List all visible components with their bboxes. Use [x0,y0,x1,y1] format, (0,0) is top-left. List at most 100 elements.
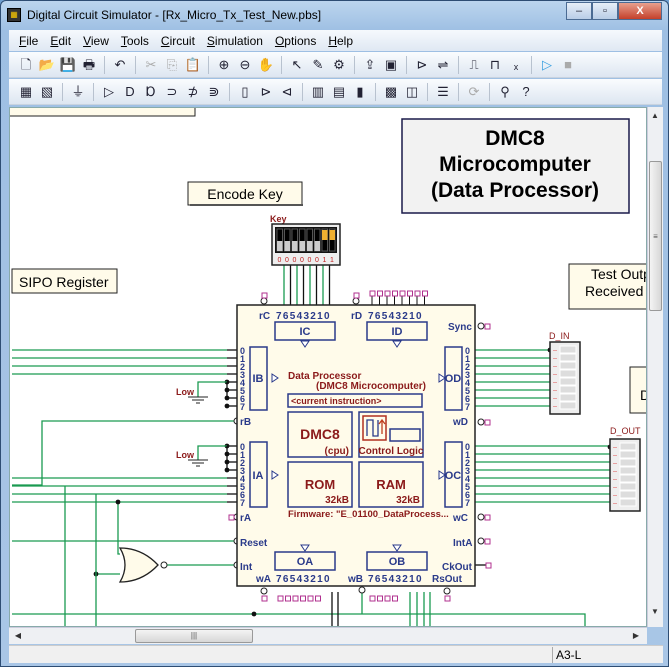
horizontal-scroll-thumb[interactable]: ||| [135,629,253,643]
menu-help[interactable]: Help [322,34,359,48]
xor-gate-icon[interactable]: ⋑ [208,83,220,99]
ground-wire-icon[interactable]: ⏚ [71,83,85,99]
cut-icon[interactable]: ✂ [145,56,157,72]
unconnected-pin[interactable] [261,595,268,602]
binary-display-icon[interactable]: ▦ [19,83,33,99]
unconnected-pin[interactable] [485,562,492,569]
refresh-icon[interactable]: ⟳ [468,83,480,99]
unconnected-pin[interactable] [369,290,376,297]
menu-tools[interactable]: Tools [115,34,155,48]
unconnected-pin[interactable] [484,419,491,426]
and-gate-icon[interactable]: D [125,83,135,99]
pan-hand-icon[interactable]: ✋ [257,56,275,72]
hex-display-icon[interactable]: ▧ [40,83,54,99]
memory-chip-icon[interactable]: ▩ [384,83,398,99]
menu-options[interactable]: Options [269,34,322,48]
paste-icon[interactable]: 📋 [184,56,202,72]
unconnected-pin[interactable] [384,290,391,297]
undo-icon[interactable]: ↶ [114,56,126,72]
new-file-icon[interactable]: 🗋 [20,56,32,72]
unconnected-pin[interactable] [422,290,428,297]
stop-icon[interactable]: ■ [564,56,572,72]
scroll-down-icon[interactable]: ▼ [651,607,659,616]
properties-icon[interactable]: ☰ [437,83,449,99]
d-in-display[interactable]: ---------------- [549,341,581,415]
unconnected-pin[interactable] [392,595,398,602]
mux-icon[interactable]: ⊳ [260,83,272,99]
nor-gate-icon[interactable]: ⊅ [187,83,199,99]
unconnected-pin[interactable] [307,595,314,602]
copy-icon[interactable]: ⎘ [166,56,178,72]
unconnected-pin[interactable] [353,292,360,299]
vertical-scroll-thumb[interactable]: ≡ [649,161,662,311]
circuit-canvas[interactable]: DMC8 Microcomputer (Data Processor) Enco… [9,107,647,627]
test-output-label[interactable]: Test Outp Received [568,263,647,310]
maximize-button[interactable]: ▫ [592,2,618,20]
rb-wire[interactable] [12,420,234,486]
unconnected-pin[interactable] [228,514,235,521]
title-label-box[interactable]: DMC8 Microcomputer (Data Processor) [401,118,630,214]
unconnected-pin[interactable] [277,595,284,602]
chip-editor-icon[interactable]: ▣ [384,56,398,72]
horizontal-scrollbar[interactable]: ◀ ||| ▶ [9,627,647,644]
counter-chip-icon[interactable]: ▮ [356,83,364,99]
flipflop-icon[interactable]: ▥ [311,83,325,99]
wire-pen-icon[interactable]: ✎ [312,56,324,72]
encode-key-label[interactable]: Encode Key [187,181,303,206]
menu-file[interactable]: File [13,34,44,48]
low-tie-wire[interactable] [197,381,227,397]
input-output-icon[interactable]: ⊳ [416,56,428,72]
zoom-out-icon[interactable]: ⊖ [239,56,251,72]
menu-circuit[interactable]: Circuit [155,34,201,48]
close-button[interactable]: X [618,2,662,20]
unconnected-pin[interactable] [285,595,291,602]
nor-gate[interactable] [118,547,159,583]
bottom-wire[interactable] [12,613,586,627]
probe-icon[interactable]: ⚲ [500,83,510,99]
unconnected-pin[interactable] [444,595,451,602]
unconnected-pin[interactable] [484,323,491,330]
minimize-button[interactable]: – [566,2,592,20]
nand-gate-icon[interactable]: Ɒ [145,83,157,99]
nor-input-wire[interactable] [117,502,120,555]
counter-icon[interactable]: ₓ [513,56,519,72]
partial-label-box[interactable] [10,108,196,117]
latch-icon[interactable]: ▤ [332,83,346,99]
unconnected-pin[interactable] [300,595,306,602]
d-label-box[interactable]: D [629,366,647,414]
timing-diagram-icon[interactable]: ⊓ [489,56,501,72]
unconnected-pin[interactable] [292,595,299,602]
low-tie-wire[interactable] [197,445,227,460]
help-pointer-icon[interactable]: ? [522,83,530,99]
run-icon[interactable]: ▷ [542,56,552,72]
print-icon[interactable]: 🖶 [82,56,96,72]
zoom-in-icon[interactable]: ⊕ [218,56,230,72]
import-chip-icon[interactable]: ⇪ [364,56,376,72]
unconnected-pin[interactable] [369,595,376,602]
scroll-right-icon[interactable]: ▶ [632,631,640,640]
scroll-left-icon[interactable]: ◀ [14,631,22,640]
buffer-gate-icon[interactable]: ▷ [104,83,114,99]
save-icon[interactable]: 💾 [59,56,77,72]
unconnected-pin[interactable] [414,290,421,297]
menu-edit[interactable]: Edit [44,34,77,48]
unconnected-pin[interactable] [377,595,383,602]
unconnected-pin[interactable] [315,595,321,602]
unconnected-pin[interactable] [392,290,398,297]
vertical-scrollbar[interactable]: ▲ ≡ ▼ [647,107,663,627]
open-folder-icon[interactable]: 📂 [38,56,56,72]
unconnected-pin[interactable] [399,290,406,297]
sipo-register-label[interactable]: SIPO Register [11,268,118,294]
unconnected-pin[interactable] [484,538,491,545]
scope-icon[interactable]: ◫ [405,83,419,99]
unconnected-pin[interactable] [377,290,383,297]
unconnected-pin[interactable] [407,290,413,297]
d-out-display[interactable]: ---------------- [609,438,641,512]
signal-switch-icon[interactable]: ⇌ [437,56,449,72]
unconnected-pin[interactable] [261,292,268,299]
pulse-generator-icon[interactable]: ⎍ [469,56,479,72]
register-icon[interactable]: ▯ [241,83,249,99]
menu-view[interactable]: View [77,34,115,48]
or-gate-icon[interactable]: ⊃ [166,83,178,99]
